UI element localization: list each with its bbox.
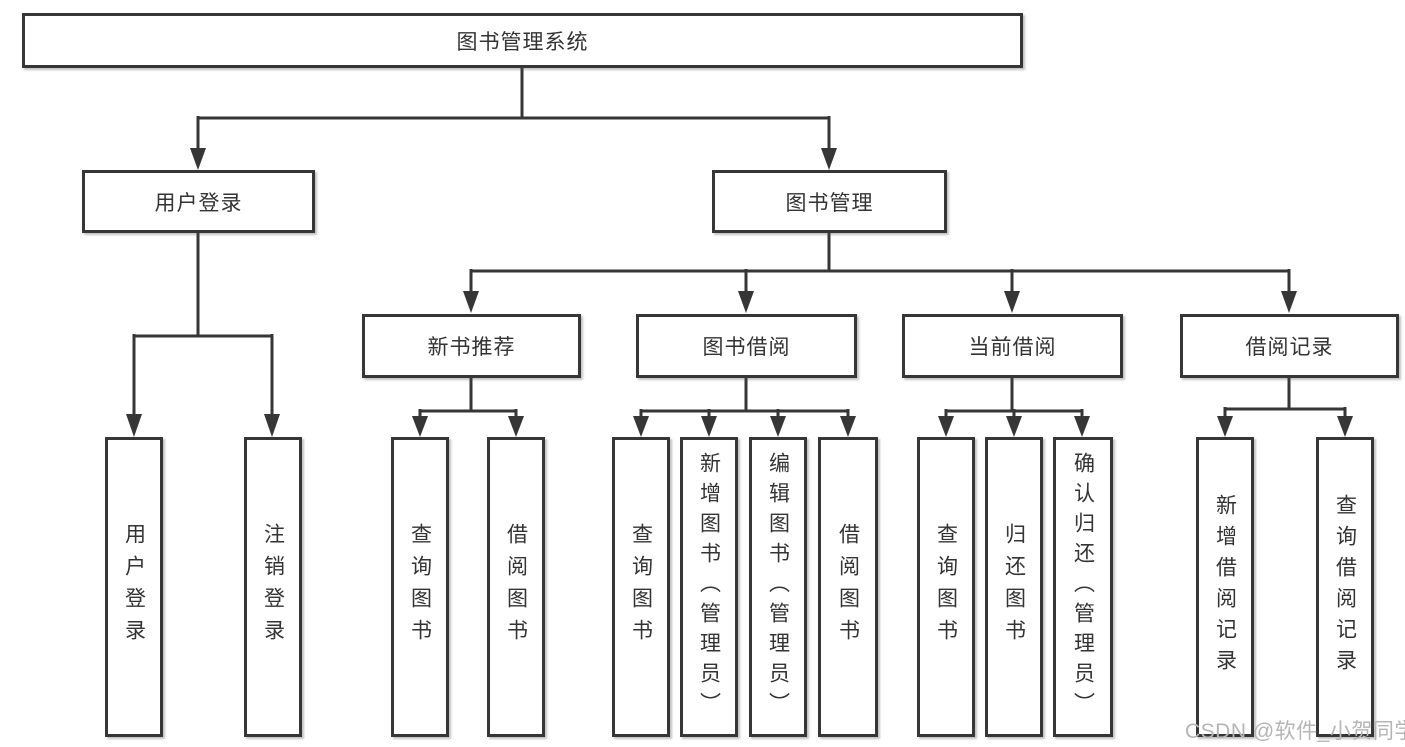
leaf-add-books-admin-label: 新增图书（管理员） <box>697 452 721 722</box>
node-current-borrowing-label: 当前借阅 <box>968 336 1057 359</box>
leaf-query-books-1-label: 查询图书 <box>408 523 432 651</box>
arrowheads <box>126 148 1353 437</box>
node-new-book-recommendation: 新书推荐 <box>362 314 581 378</box>
leaf-user-login-label: 用户登录 <box>122 523 146 651</box>
leaf-borrow-books-2-label: 借阅图书 <box>836 523 860 651</box>
node-book-management-label: 图书管理 <box>785 191 874 215</box>
leaf-confirm-return-admin-label: 确认归还（管理员） <box>1071 452 1095 722</box>
node-user-login-label: 用户登录 <box>154 191 243 215</box>
node-new-book-recommendation-label: 新书推荐 <box>427 336 516 359</box>
node-book-borrowing: 图书借阅 <box>636 314 857 378</box>
leaf-edit-books-admin: 编辑图书（管理员） <box>749 437 807 737</box>
leaf-confirm-return-admin: 确认归还（管理员） <box>1053 437 1113 737</box>
node-current-borrowing: 当前借阅 <box>902 314 1123 378</box>
node-book-borrowing-label: 图书借阅 <box>702 336 791 359</box>
node-borrowing-records: 借阅记录 <box>1180 314 1399 378</box>
leaf-logout: 注销登录 <box>244 437 302 737</box>
leaf-query-books-3: 查询图书 <box>917 437 975 737</box>
leaf-return-books-label: 归还图书 <box>1002 523 1026 651</box>
leaf-borrow-books-1-label: 借阅图书 <box>504 523 528 651</box>
leaf-query-books-2: 查询图书 <box>612 437 670 737</box>
leaf-query-books-3-label: 查询图书 <box>934 523 958 651</box>
leaf-edit-books-admin-label: 编辑图书（管理员） <box>766 452 790 722</box>
leaf-add-borrow-record-label: 新增借阅记录 <box>1213 494 1237 680</box>
leaf-borrow-books-1: 借阅图书 <box>487 437 545 737</box>
leaf-query-borrow-record: 查询借阅记录 <box>1316 437 1374 737</box>
node-book-management: 图书管理 <box>712 170 947 233</box>
node-system-root: 图书管理系统 <box>22 13 1023 68</box>
leaf-borrow-books-2: 借阅图书 <box>818 437 878 737</box>
leaf-add-books-admin: 新增图书（管理员） <box>680 437 738 737</box>
leaf-query-borrow-record-label: 查询借阅记录 <box>1333 494 1357 680</box>
node-system-root-label: 图书管理系统 <box>456 30 589 54</box>
leaf-query-books-2-label: 查询图书 <box>629 523 653 651</box>
node-user-login: 用户登录 <box>82 170 315 233</box>
leaf-query-books-1: 查询图书 <box>391 437 449 737</box>
leaf-logout-label: 注销登录 <box>261 523 285 651</box>
node-borrowing-records-label: 借阅记录 <box>1245 336 1334 359</box>
leaf-user-login: 用户登录 <box>105 437 163 737</box>
leaf-add-borrow-record: 新增借阅记录 <box>1196 437 1254 737</box>
leaf-return-books: 归还图书 <box>985 437 1043 737</box>
watermark: CSDN @软件_小贺同学 <box>1185 720 1405 743</box>
